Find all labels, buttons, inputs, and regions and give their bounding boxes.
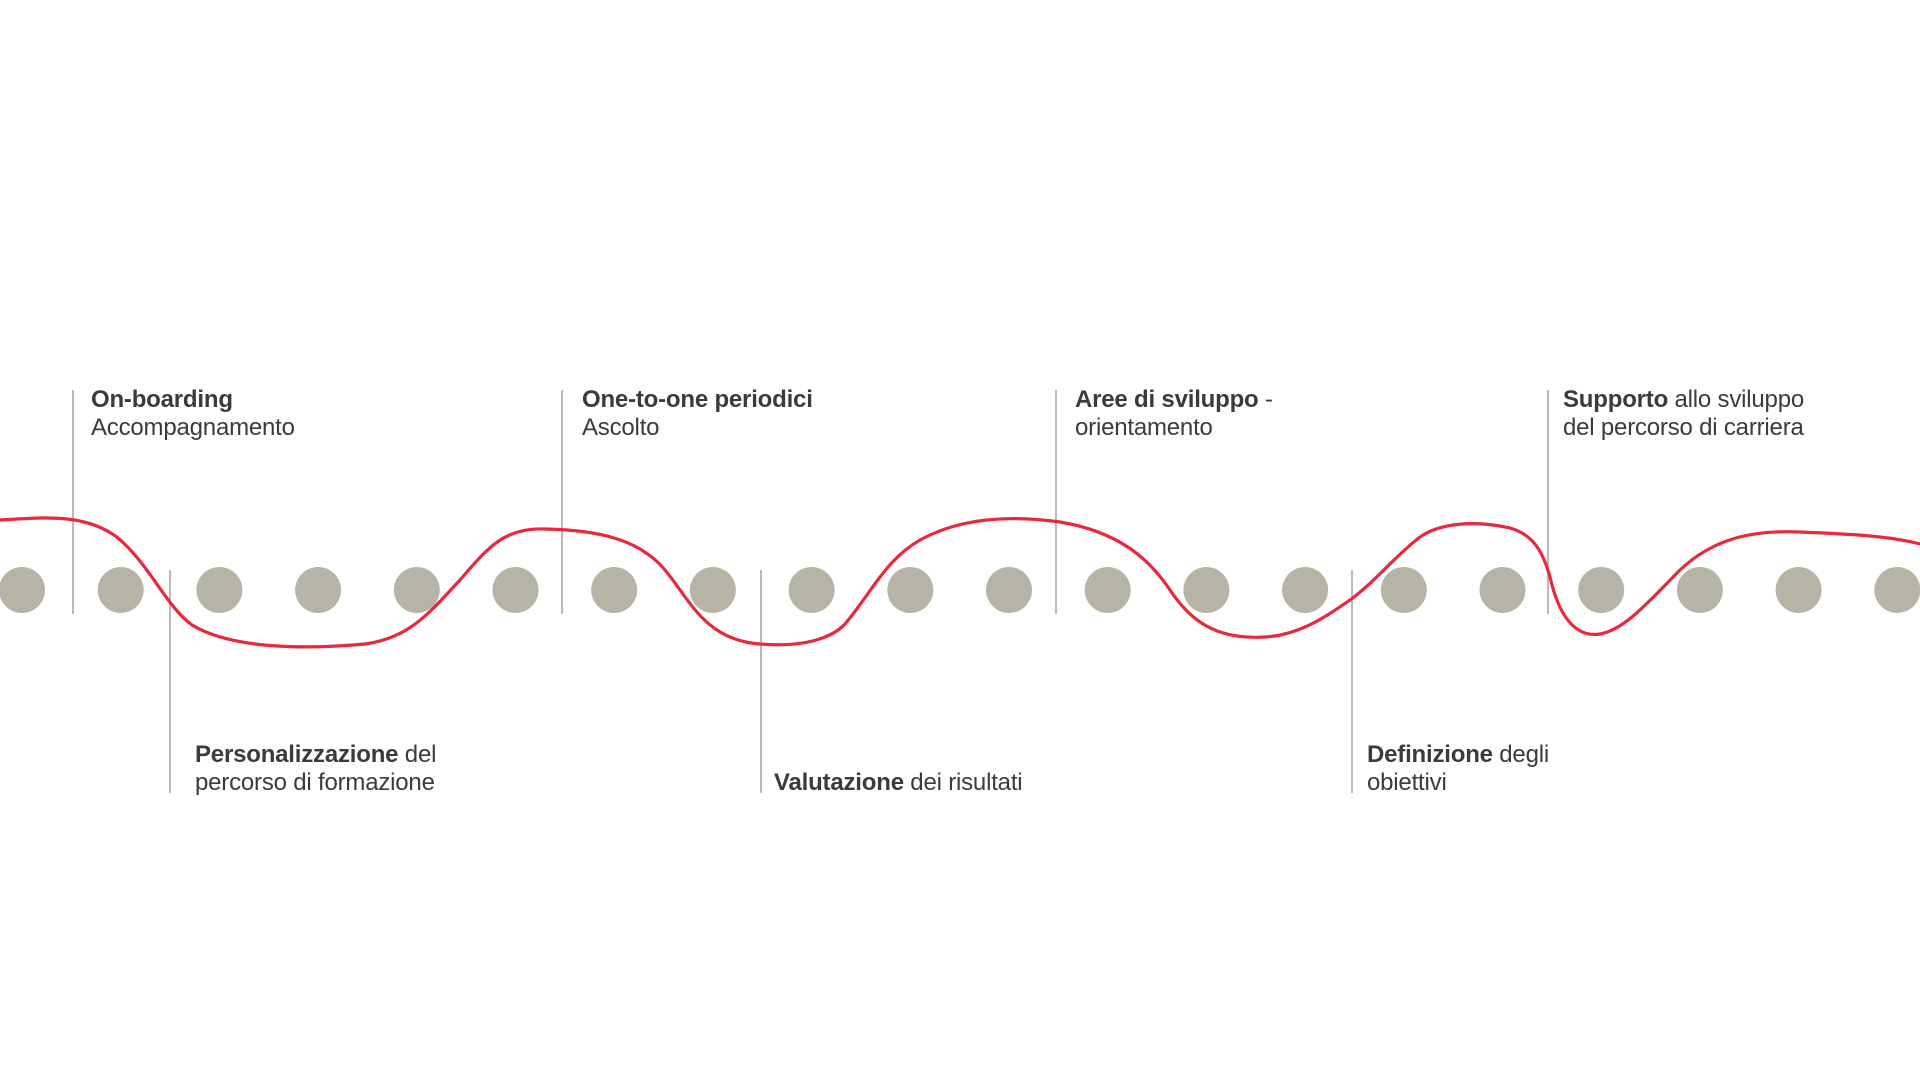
step-title-line: One-to-one periodici: [582, 386, 813, 413]
step-label-aree-sviluppo: Aree di sviluppo - orientamento: [1075, 386, 1273, 442]
timeline-dot: [0, 567, 45, 613]
step-subtitle-line: obiettivi: [1367, 769, 1447, 796]
timeline-dot: [295, 567, 342, 613]
timeline-dot: [1380, 567, 1427, 613]
step-title-line: Personalizzazione del: [195, 741, 437, 768]
step-subtitle-line: percorso di formazione: [195, 769, 435, 796]
timeline-dot: [1183, 567, 1230, 613]
step-subtitle-line: orientamento: [1075, 414, 1213, 441]
step-title-line: Valutazione dei risultati: [774, 769, 1023, 796]
timeline-dot: [1479, 567, 1526, 613]
timeline-dot: [1775, 567, 1822, 613]
wave-line: [0, 516, 1920, 649]
step-label-supporto: Supporto allo sviluppo del percorso di c…: [1563, 386, 1804, 442]
step-label-onboarding: On-boarding Accompagnamento: [91, 386, 295, 442]
timeline-dot: [986, 567, 1032, 613]
timeline-dot: [1578, 567, 1625, 613]
timeline-dot: [1874, 567, 1920, 613]
timeline-dot: [788, 567, 835, 613]
timeline-dot: [393, 567, 440, 613]
timeline-dot: [887, 567, 934, 613]
step-label-definizione: Definizione degli obiettivi: [1367, 741, 1549, 797]
divider-lines: [72, 390, 1549, 793]
timeline-dot: [1084, 567, 1131, 613]
step-title-line: On-boarding: [91, 386, 233, 413]
step-subtitle-line: Ascolto: [582, 414, 660, 441]
step-subtitle-line: del percorso di carriera: [1563, 414, 1804, 441]
step-label-one-to-one: One-to-one periodici Ascolto: [582, 386, 813, 442]
timeline-dot: [1676, 567, 1723, 613]
timeline-dot: [196, 567, 243, 613]
timeline-dot: [492, 567, 539, 613]
step-title-line: Supporto allo sviluppo: [1563, 386, 1804, 413]
step-title-line: Definizione degli: [1367, 741, 1549, 768]
timeline-dot: [1282, 567, 1329, 613]
step-subtitle-line: Accompagnamento: [91, 414, 295, 441]
dots-row: [0, 567, 1920, 613]
timeline-dot: [689, 567, 736, 613]
step-label-personalizzazione: Personalizzazione del percorso di formaz…: [195, 741, 436, 797]
timeline-dot: [97, 567, 144, 613]
step-label-valutazione: Valutazione dei risultati: [774, 769, 1023, 797]
step-title-line: Aree di sviluppo -: [1075, 386, 1273, 413]
timeline-dot: [591, 567, 638, 613]
